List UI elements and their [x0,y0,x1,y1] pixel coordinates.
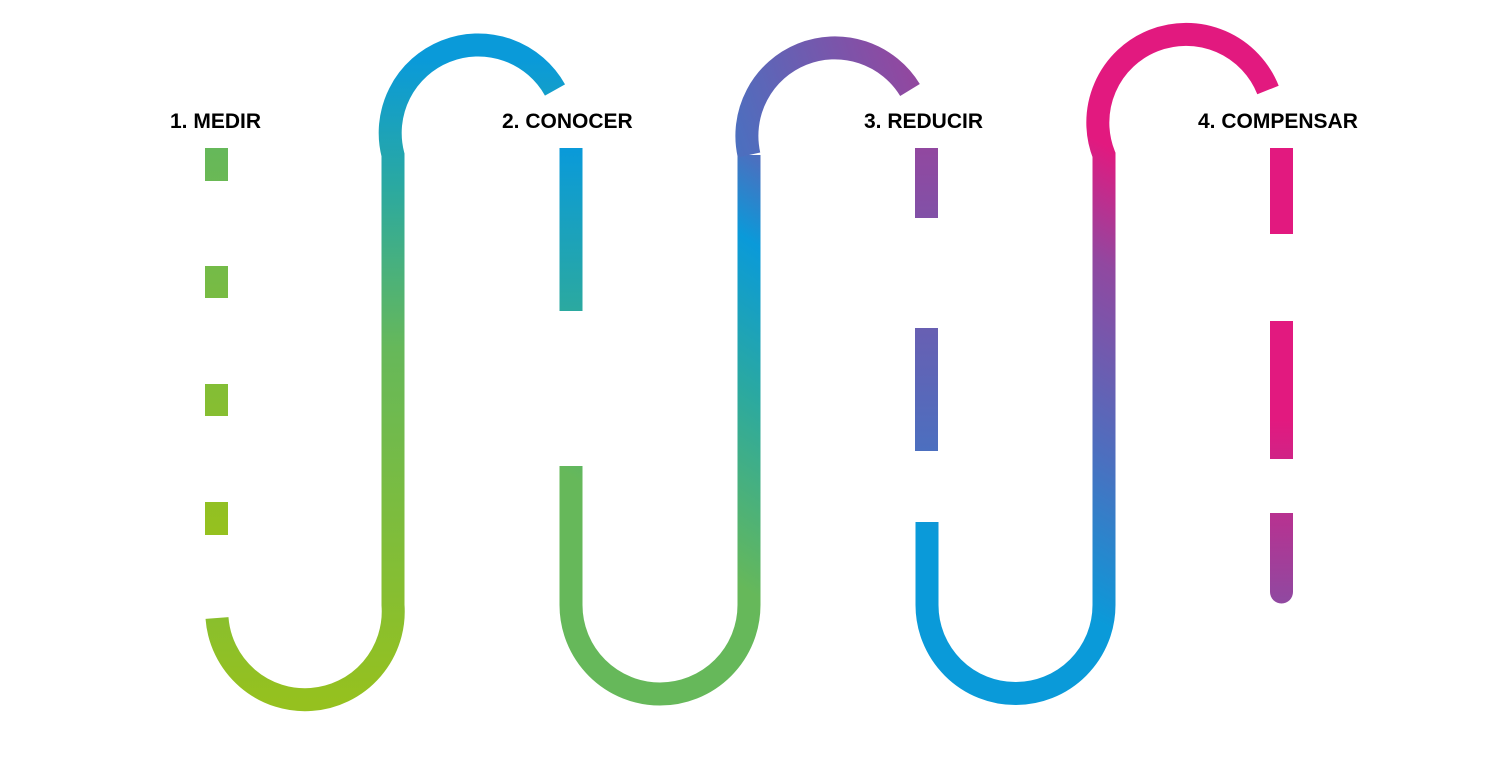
step-label-medir: 1. MEDIR [170,110,262,133]
compensar-dash-2 [1270,321,1293,459]
medir-dash-1 [205,148,228,181]
medir-dash-2 [205,266,228,298]
reducir-dashes [915,148,938,451]
compensar-dash-end [1270,513,1293,604]
compensar-dash-1 [1270,148,1293,234]
reducir-dash-1 [915,148,938,218]
path-medir-to-conocer [205,33,566,712]
step-label-compensar: 4. COMPENSAR [1198,110,1358,133]
path-reducir-to-compensar [915,22,1279,705]
medir-dash-3 [205,384,228,416]
reducir-dash-2 [915,328,938,451]
medir-dash-4 [205,502,228,535]
step-label-reducir: 3. REDUCIR [864,110,984,133]
arch-conocer-reducir [735,36,920,158]
step-label-conocer: 2. CONOCER [502,110,633,133]
medir-dashes [205,148,228,535]
compensar-dashes [1270,148,1293,604]
path-conocer-to-reducir [559,155,761,706]
